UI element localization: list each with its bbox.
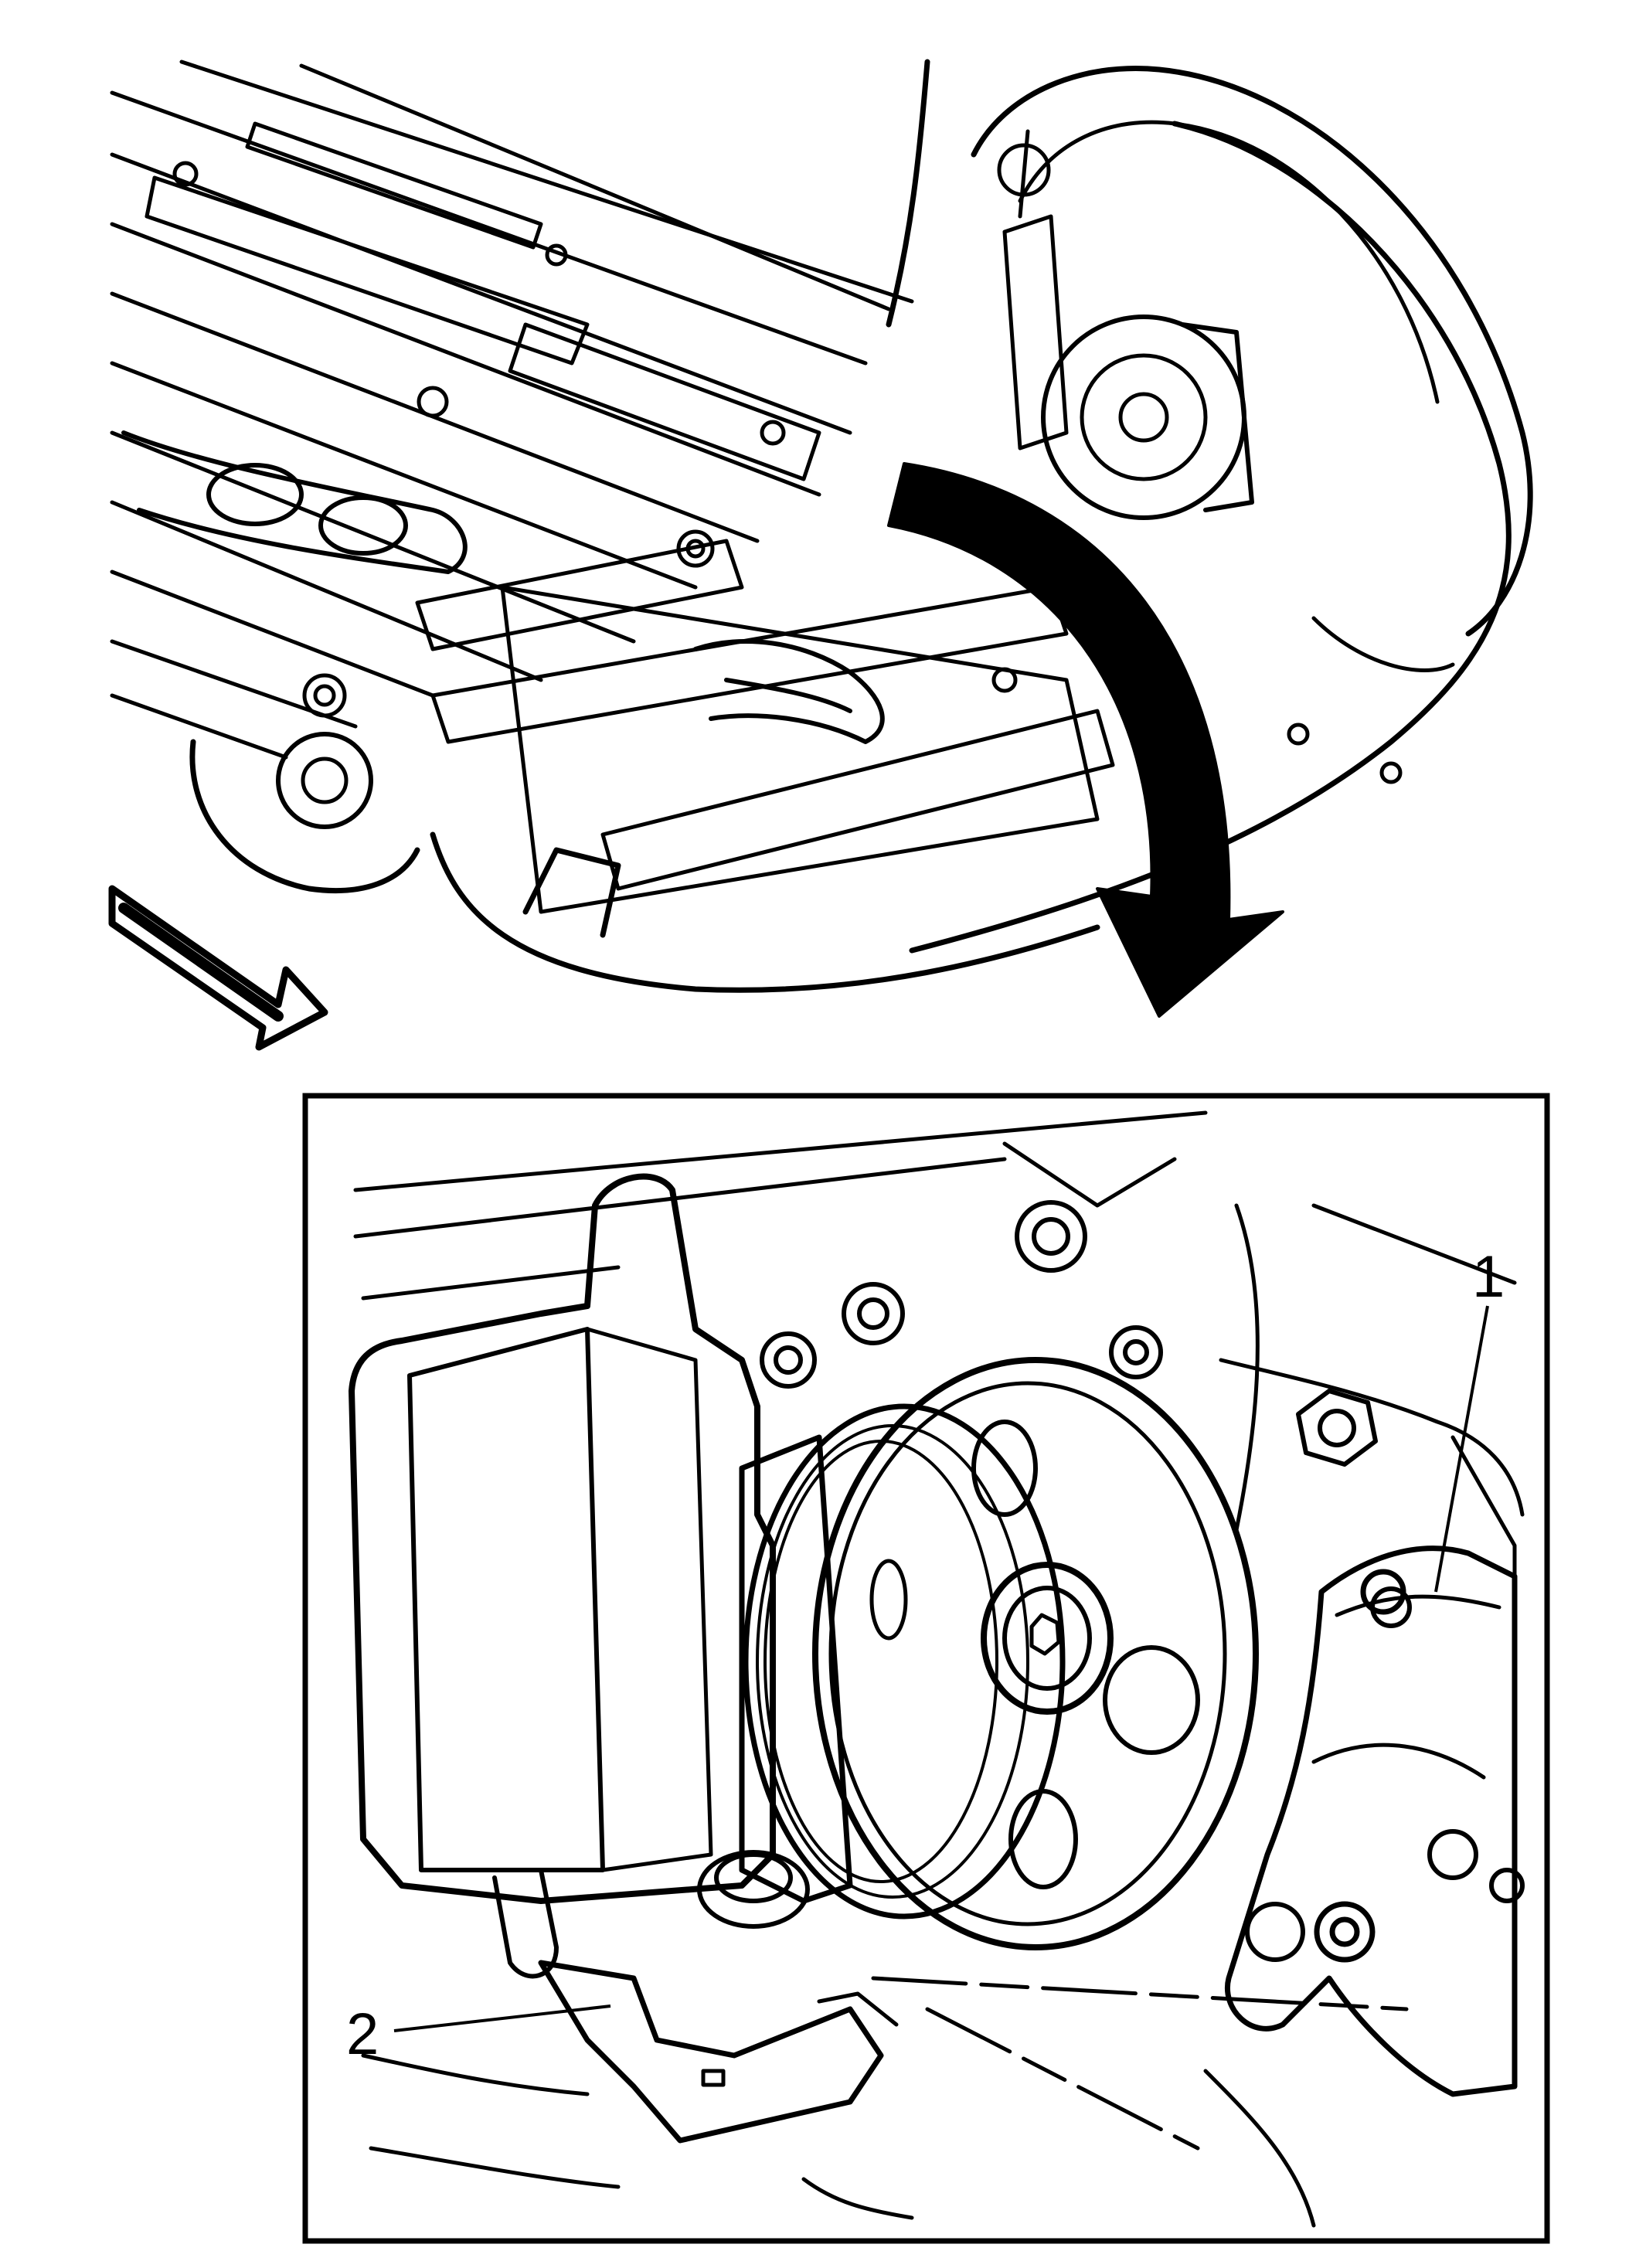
hex-nut [1296,1389,1378,1467]
filler-cap [697,1850,810,1929]
engine-block-lines [353,1110,1525,2228]
body-fasteners [172,161,1403,784]
callout-2: 2 [346,2001,379,2067]
callout-leaders [393,1305,1489,2032]
underbody-skirt [430,831,1100,993]
power-steering-reservoir [349,1173,776,1979]
pump-bracket [1225,1545,1518,2097]
drive-belt [871,1976,1409,2151]
vehicle-underbody-view [110,59,1533,993]
front-wheel-assembly [971,66,1533,637]
lower-mount-tab [538,1960,899,2144]
hollow-arrow-icon [108,885,328,1051]
pump-pulley [812,1357,1259,1950]
power-steering-pump [739,1403,1066,1919]
leader-line-1 [1434,1305,1489,1593]
inset-illustration [349,1110,1525,2228]
curved-arrow-icon [887,462,1284,1018]
rear-wheel-assembly [189,732,420,893]
detail-inset: 1 2 [302,1093,1550,2244]
inset-frame [302,1093,1550,2244]
callout-1: 1 [1472,1244,1505,1310]
leader-line-2 [393,2004,611,2032]
crossmembers [145,121,1115,914]
exhaust-assembly [121,430,885,744]
